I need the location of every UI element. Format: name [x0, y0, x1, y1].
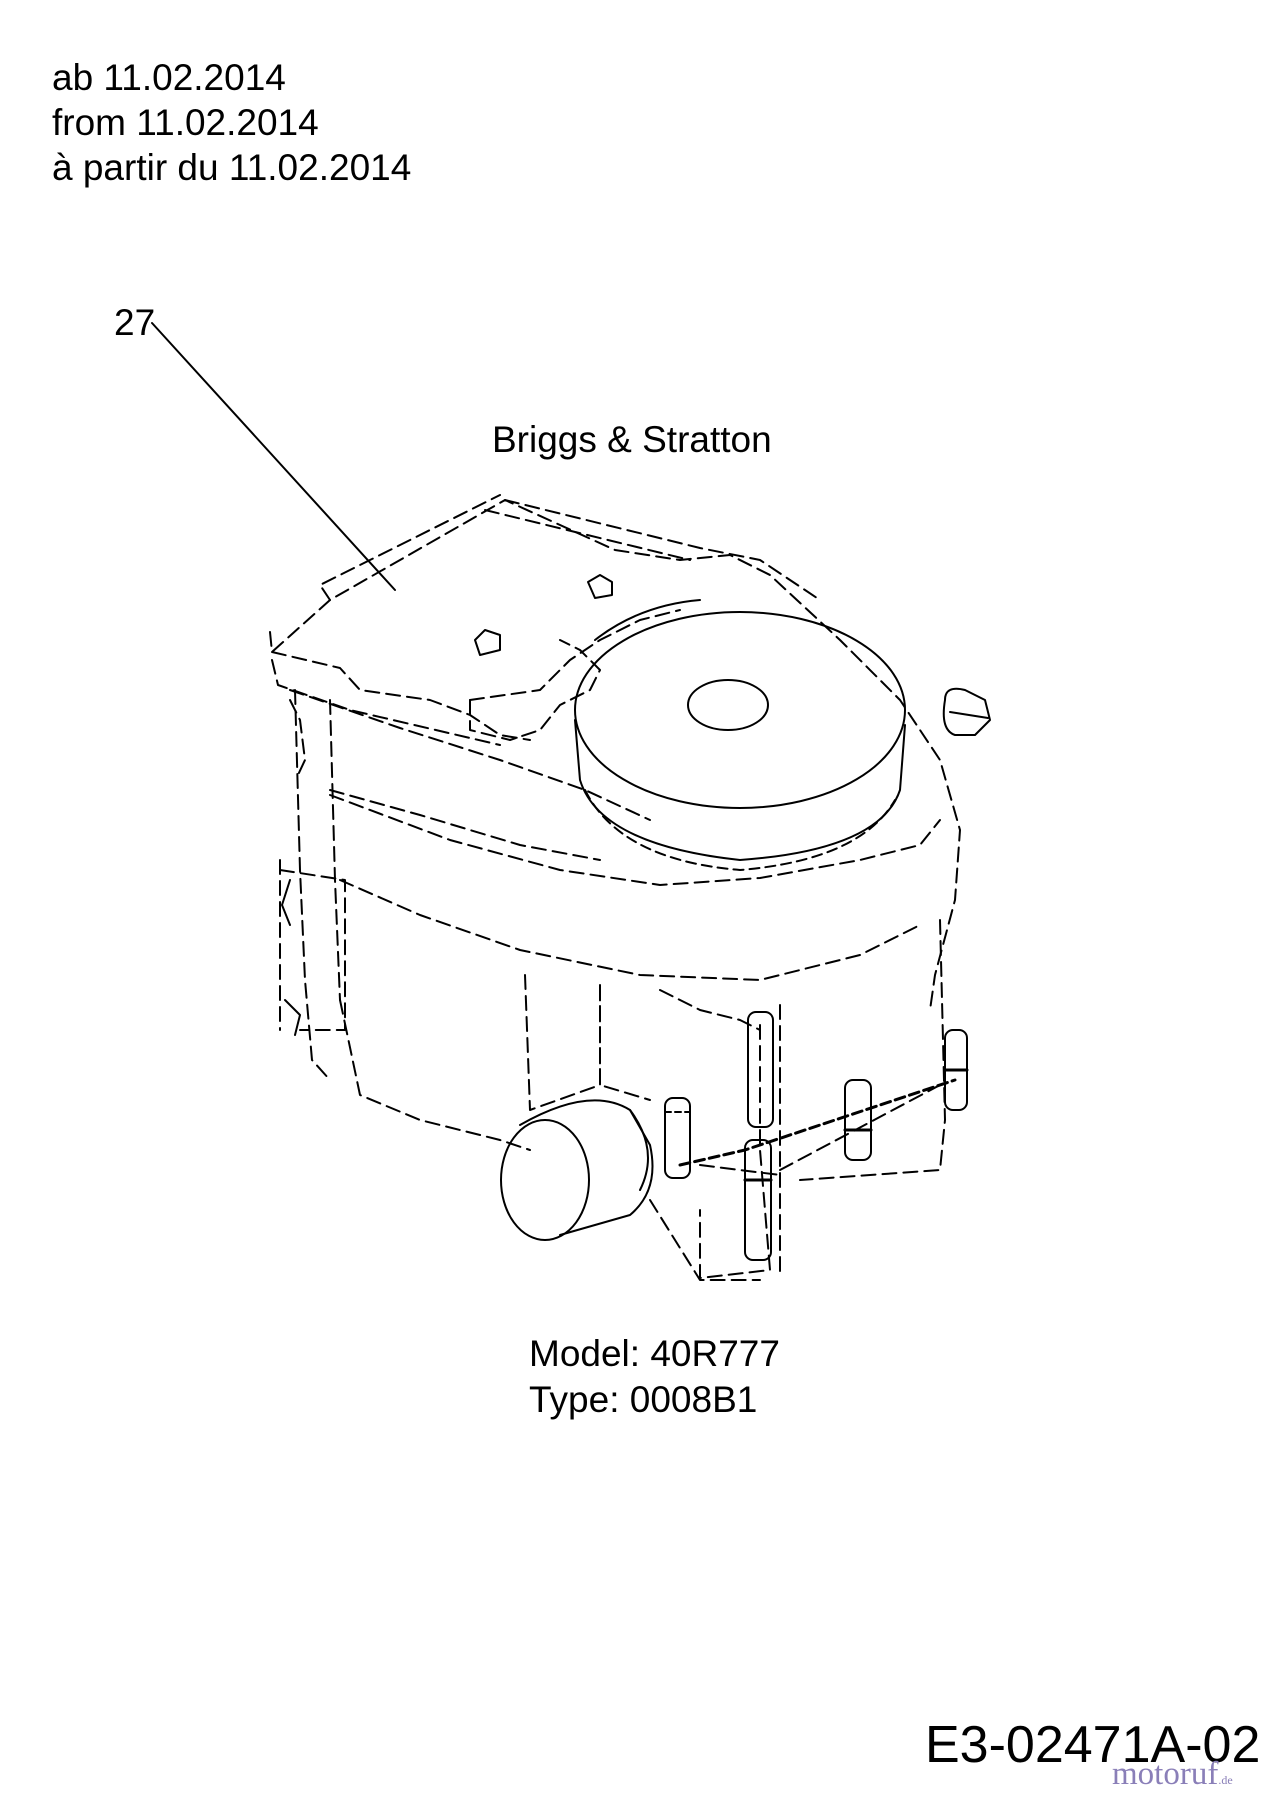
brand-label: Briggs & Stratton	[492, 419, 772, 460]
model-label: Model: 40R777	[529, 1333, 780, 1374]
head-bolt	[664, 1097, 691, 1179]
flywheel-hub	[687, 679, 769, 731]
head-bolt	[744, 1139, 772, 1261]
air-filter-cover	[469, 639, 601, 741]
engine-left-side	[294, 689, 331, 1081]
engine-right-block	[699, 1024, 771, 1279]
head-bolt	[747, 1011, 774, 1128]
engine-specs: Model: 40R777 Type: 0008B1	[529, 1331, 780, 1423]
drawing-code: E3-02471A-02	[925, 1716, 1261, 1774]
watermark-text: motoruf	[1112, 1756, 1219, 1792]
date-de: ab 11.02.2014	[52, 57, 286, 98]
part-callout-number[interactable]: 27	[114, 302, 156, 343]
gasket-line	[678, 1078, 957, 1167]
flywheel-cover-top	[574, 611, 906, 809]
date-fr: à partir du 11.02.2014	[52, 147, 412, 188]
callout-leader-line	[151, 322, 396, 591]
crankcase	[339, 999, 531, 1151]
watermark-suffix: .de	[1218, 1773, 1233, 1787]
head-bolt	[844, 1079, 872, 1161]
oil-filter-end	[500, 1119, 590, 1241]
watermark-logo: motoruf.de	[1112, 1756, 1233, 1798]
filler-cap	[942, 687, 991, 736]
validity-dates: ab 11.02.2014 from 11.02.2014 à partir d…	[52, 55, 411, 190]
shroud-lower-edge	[329, 794, 941, 886]
shroud-outline	[269, 499, 961, 1011]
type-label: Type: 0008B1	[529, 1379, 758, 1420]
date-en: from 11.02.2014	[52, 102, 319, 143]
